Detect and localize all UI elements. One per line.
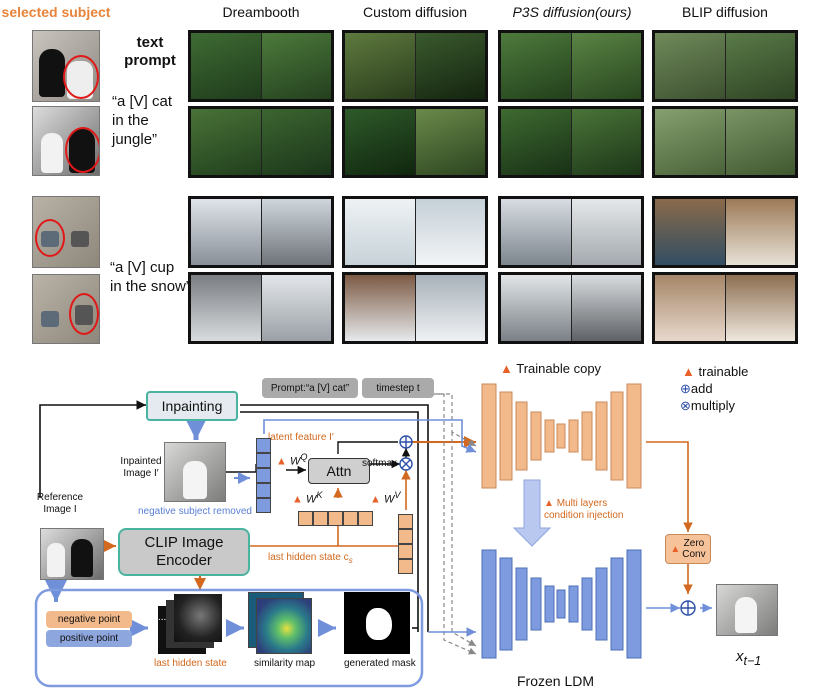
- white-cat-shape: [47, 543, 65, 577]
- generated-mask: [344, 592, 410, 654]
- p3s-cup-result-1: [498, 196, 644, 268]
- dreambooth-cup-result-1: [188, 196, 334, 268]
- wk-label: ▲ WK: [292, 490, 323, 506]
- fire-icon: ▲: [544, 498, 554, 509]
- hidden-state-dots: ...: [158, 612, 167, 623]
- header-blip-diffusion: BLIP diffusion: [682, 4, 768, 20]
- last-hidden-state-label: last hidden state: [154, 658, 227, 669]
- attn-box: Attn: [308, 458, 370, 484]
- frozen-ldm-label: Frozen LDM: [517, 673, 595, 689]
- add-symbol-top: [399, 435, 413, 449]
- timestep-chip: timestep t: [362, 378, 434, 398]
- custom-diffusion-cup-result-1: [342, 196, 488, 268]
- custom-diffusion-cup-result-2: [342, 272, 488, 344]
- header-p3s-diffusion: P3S diffusion(ours): [512, 4, 632, 20]
- latent-feature-vector: [256, 438, 271, 513]
- negative-point-circle: [65, 127, 99, 173]
- black-cat-shape: [71, 539, 93, 577]
- dreambooth-cup-result-2: [188, 272, 334, 344]
- frozen-unet: [481, 549, 642, 659]
- dreambooth-cat-result-2: [188, 106, 334, 178]
- negative-point-circle: [63, 55, 99, 99]
- wq-label: ▲ WQ: [276, 452, 308, 468]
- blip-cup-result-2: [652, 272, 798, 344]
- clip-image-encoder-box: CLIP Image Encoder: [118, 528, 250, 576]
- diagram-connections: [34, 383, 712, 688]
- subject-cup-image-1: [32, 196, 100, 268]
- inpainted-image-label: Inpainted Image I′: [120, 456, 162, 479]
- header-selected-subject: selected subject: [1, 4, 111, 20]
- fire-icon: ▲: [370, 493, 381, 506]
- hidden-state-stack-front: [174, 594, 222, 642]
- zero-conv-box: ▲Zero Conv: [665, 534, 711, 564]
- p3s-cat-result-2: [498, 106, 644, 178]
- mask-shape: [366, 608, 392, 640]
- white-cat-shape: [183, 461, 207, 499]
- subject-cup-image-2: [32, 274, 100, 344]
- trainable-copy-label: ▲ Trainable copy: [500, 361, 602, 376]
- fire-icon: ▲: [670, 543, 681, 555]
- positive-point-chip: positive point: [46, 630, 132, 647]
- multiply-symbol: [399, 457, 413, 471]
- blip-cup-result-1: [652, 196, 798, 268]
- output-image: [716, 584, 778, 636]
- custom-diffusion-cat-result-1: [342, 30, 488, 102]
- prompt-cup: “a [V] cup in the snow”: [110, 259, 191, 295]
- similarity-map-label: similarity map: [254, 658, 316, 669]
- add-icon: ⊕: [680, 381, 691, 396]
- blip-cat-result-2: [652, 106, 798, 178]
- key-feature-vector: [298, 511, 373, 526]
- negative-point-chip: negative point: [46, 611, 132, 628]
- header-dreambooth: Dreambooth: [222, 4, 300, 20]
- inpainting-box: Inpainting: [146, 391, 238, 421]
- reference-image: [40, 528, 104, 580]
- fire-icon: ▲: [276, 455, 287, 468]
- blip-cat-result-1: [652, 30, 798, 102]
- legend-multiply: ⊗multiply: [680, 398, 735, 413]
- prompt-cat: “a [V] cat in the jungle”: [112, 93, 173, 148]
- negative-subject-removed-label: negative subject removed: [138, 506, 252, 517]
- p3s-cup-result-2: [498, 272, 644, 344]
- header-custom-diffusion: Custom diffusion: [362, 4, 467, 20]
- fire-icon: ▲: [292, 493, 303, 506]
- white-cat-shape: [41, 133, 63, 173]
- multiply-icon: ⊗: [680, 398, 691, 413]
- p3s-cat-result-1: [498, 30, 644, 102]
- negative-point-circle: [69, 293, 99, 335]
- fire-icon: ▲: [682, 364, 695, 379]
- prompt-chip: Prompt:“a [V] cat”: [262, 378, 358, 398]
- grey-cup-shape: [71, 231, 89, 247]
- black-cat-shape: [39, 49, 65, 97]
- blue-cup-shape: [41, 311, 59, 327]
- add-symbol-bottom: [680, 600, 696, 616]
- negative-point-circle: [35, 219, 65, 257]
- dreambooth-cat-result-1: [188, 30, 334, 102]
- fire-icon: ▲: [500, 361, 513, 376]
- output-xt1-label: xt−1: [736, 648, 762, 668]
- condition-injection-arrow: [512, 479, 552, 547]
- mask-generation-container: [34, 588, 424, 688]
- custom-diffusion-cat-result-2: [342, 106, 488, 178]
- wv-label: ▲ WV: [370, 490, 401, 506]
- legend-add: ⊕add: [680, 381, 713, 396]
- latent-feature-label: latent feature I′: [268, 432, 334, 443]
- reference-image-label: Reference Image I: [36, 492, 84, 515]
- white-cat-shape: [735, 597, 757, 633]
- similarity-map: [256, 598, 312, 654]
- trainable-unet: [481, 383, 642, 489]
- subject-cat-image-1: [32, 30, 100, 102]
- value-feature-vector: [398, 514, 413, 574]
- legend-trainable: ▲ trainable: [682, 364, 749, 379]
- multi-layers-label: ▲ Multi layers condition injection: [544, 498, 624, 521]
- last-hidden-state-cs-label: last hidden state cs: [268, 552, 353, 565]
- subject-cat-image-2: [32, 106, 100, 176]
- generated-mask-label: generated mask: [344, 658, 416, 669]
- softmax-label: softmax: [362, 458, 398, 469]
- inpainted-image: [164, 442, 226, 502]
- text-prompt-label: text prompt: [124, 34, 176, 69]
